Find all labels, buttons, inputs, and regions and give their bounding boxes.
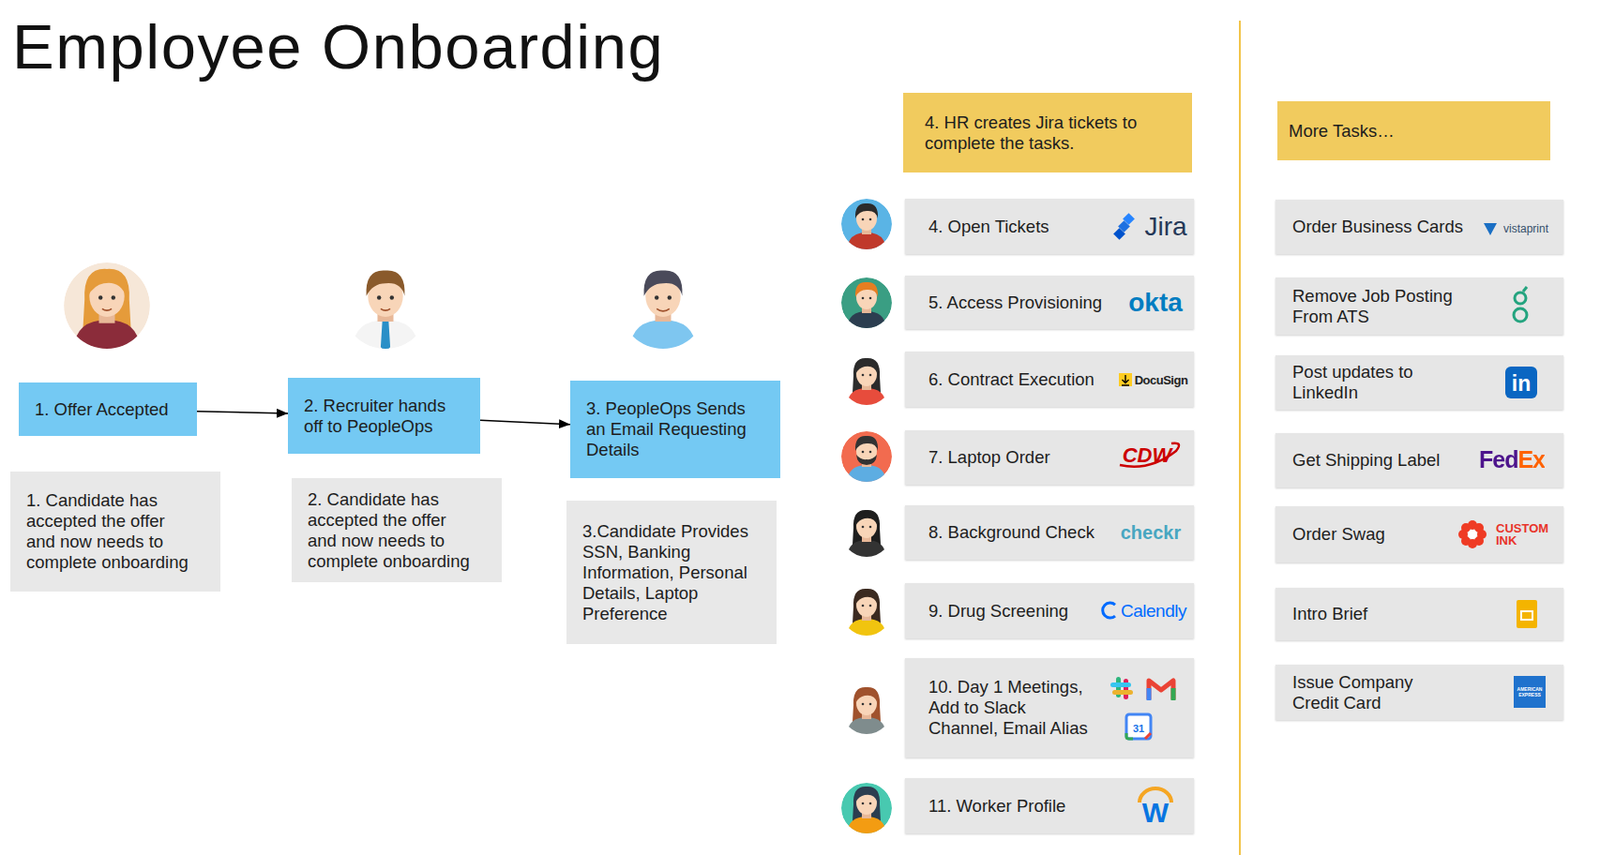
node-text: 2. Recruiter hands off to PeopleOps [303, 395, 467, 438]
node-text: 4. HR creates Jira tickets to complete t… [924, 112, 1150, 154]
node-text: Intro Brief [1292, 603, 1368, 625]
node-text: 2. Candidate has accepted the offer and … [307, 489, 474, 573]
avatar [846, 358, 887, 408]
node-text: 4. Open Tickets [928, 216, 1050, 238]
avatar [846, 588, 887, 639]
process-box: 1. Offer Accepted [18, 382, 197, 437]
logo-text: CUSTOM INK [1495, 522, 1555, 547]
logo-text: Jira [1144, 213, 1187, 241]
logo-text: vistaprint [1503, 223, 1549, 235]
node-text: 3. PeopleOps Sends an Email Requesting D… [586, 398, 762, 461]
logo-text: 31 [1132, 724, 1145, 735]
avatar [846, 510, 887, 560]
logo-text: Calendly [1120, 602, 1187, 620]
node-text: Get Shipping Label [1292, 450, 1440, 471]
node-text: Post updates to LinkedIn [1292, 362, 1466, 404]
logo-text: FedEx [1479, 448, 1545, 472]
logo-text: CDW [1122, 445, 1173, 467]
avatar [841, 198, 892, 253]
node-text: 10. Day 1 Meetings, Add to Slack Channel… [928, 677, 1096, 740]
node-text: Remove Job Posting From ATS [1292, 286, 1466, 328]
logo-text: W [1142, 799, 1169, 828]
avatar [351, 271, 419, 354]
node-text: 3.Candidate Provides SSN, Banking Inform… [582, 521, 756, 625]
node-text: 1. Candidate has accepted the offer and … [26, 490, 193, 574]
avatar [846, 687, 887, 738]
node-text: 9. Drug Screening [928, 601, 1069, 622]
note-box: 1. Candidate has accepted the offer and … [10, 471, 221, 592]
task-box: 10. Day 1 Meetings, Add to Slack Channel… [905, 658, 1194, 758]
logo-text: okta [1128, 289, 1183, 317]
cdw-swoosh [1119, 443, 1179, 468]
process-box: 2. Recruiter hands off to PeopleOps [287, 377, 481, 454]
note-box: 2. Candidate has accepted the offer and … [291, 478, 502, 583]
node-text: Issue Company Credit Card [1292, 672, 1434, 714]
process-box: 3. PeopleOps Sends an Email Requesting D… [570, 380, 781, 479]
flow-arrow [480, 420, 571, 424]
node-text: 7. Laptop Order [928, 447, 1051, 468]
avatar [629, 271, 696, 354]
logo-text: checkr [1120, 523, 1182, 543]
node-text: 5. Access Provisioning [928, 292, 1102, 314]
task-box: Remove Job Posting From ATS [1275, 277, 1564, 335]
avatar [841, 783, 892, 837]
flow-arrow [196, 411, 288, 414]
avatar [63, 262, 151, 354]
task-box: Intro Brief [1275, 588, 1564, 641]
logo-text: AMERICAN EXPRESS [1513, 686, 1546, 698]
header-box: 4. HR creates Jira tickets to complete t… [903, 92, 1193, 173]
node-text: Order Swag [1292, 524, 1386, 545]
diagram-title: Employee Onboarding [12, 9, 665, 85]
node-text: 6. Contract Execution [928, 369, 1095, 391]
avatar [841, 277, 892, 332]
header-box: More Tasks… [1277, 101, 1551, 161]
node-text: 11. Worker Profile [928, 796, 1066, 817]
note-box: 3.Candidate Provides SSN, Banking Inform… [566, 500, 777, 645]
node-text: More Tasks… [1288, 120, 1395, 142]
logo-text: in [1511, 373, 1531, 395]
node-text: 8. Background Check [928, 522, 1095, 544]
node-text: 1. Offer Accepted [34, 399, 169, 421]
avatar [841, 431, 892, 485]
node-text: Order Business Cards [1292, 216, 1464, 238]
logo-text: DocuSign [1134, 374, 1189, 387]
divider-line [1238, 20, 1241, 855]
